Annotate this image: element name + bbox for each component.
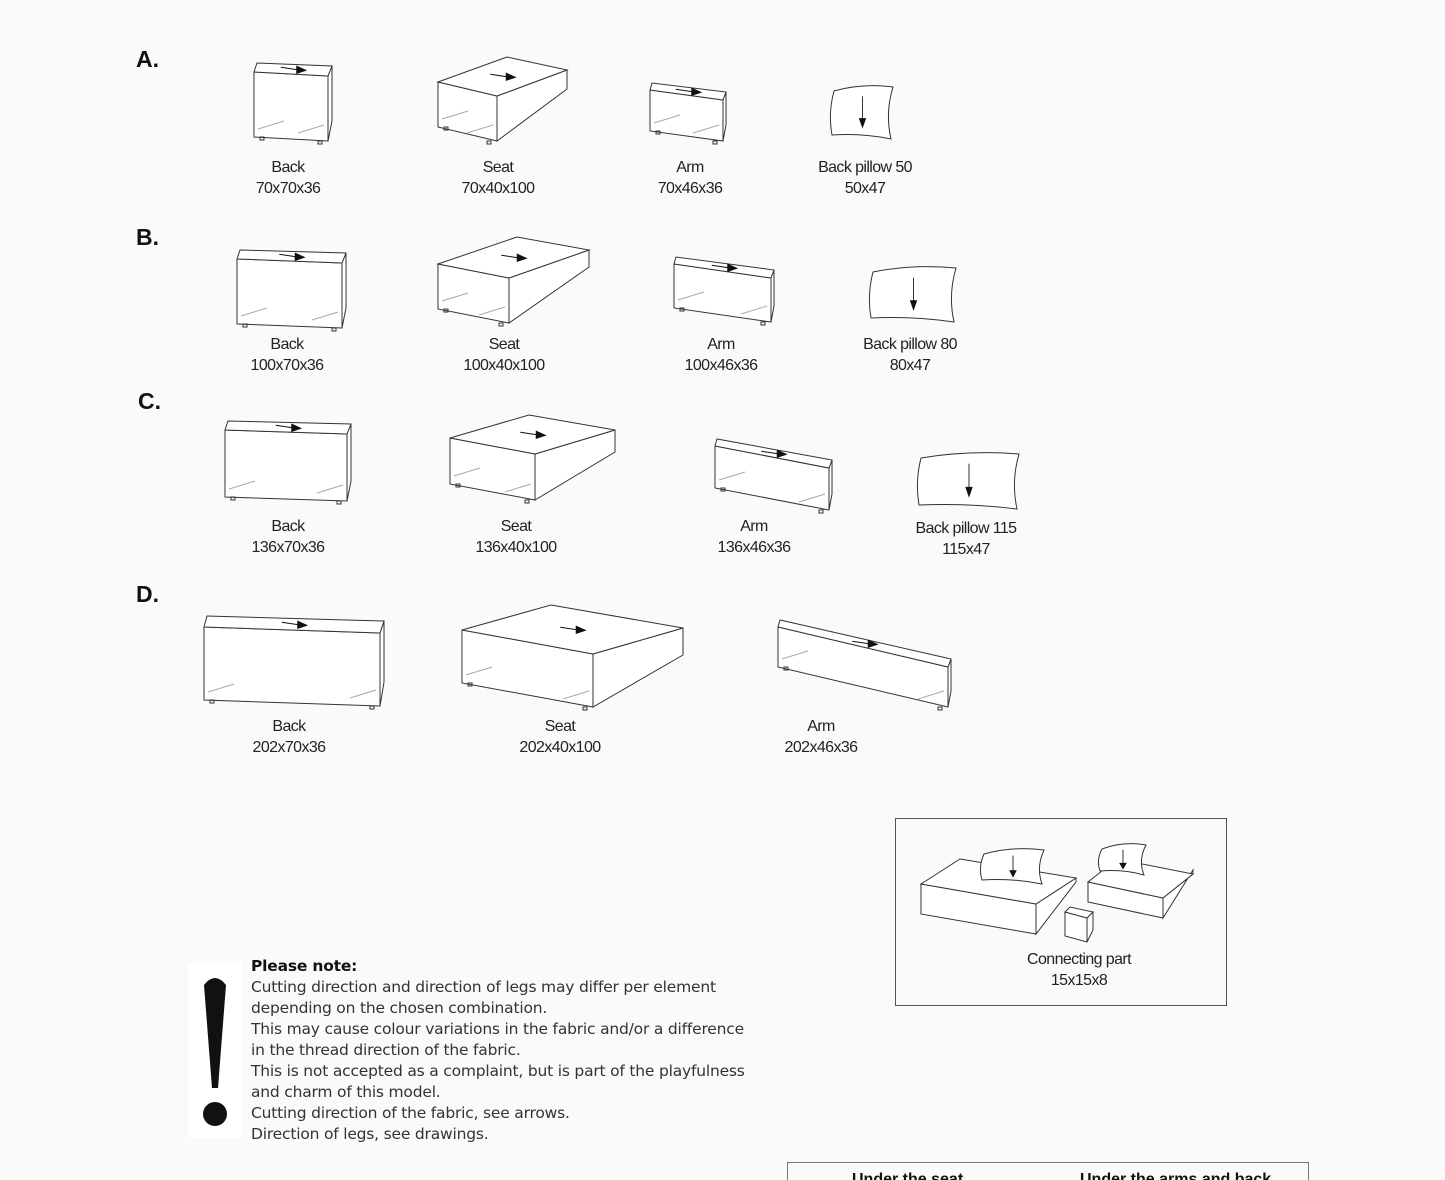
back-element-drawing — [203, 615, 385, 710]
back-element-drawing — [236, 249, 347, 332]
back-pillow-drawing — [868, 266, 957, 323]
sofa-module-drawing — [919, 858, 1078, 936]
arm-element-drawing — [777, 619, 952, 711]
back-pillow-drawing — [829, 85, 894, 140]
arm-element-drawing — [649, 82, 727, 145]
row-label-b: B. — [136, 224, 159, 250]
exclamation-icon — [188, 963, 242, 1138]
connecting-part-panel — [895, 818, 1227, 1006]
table-header: Under the arms and back — [1080, 1171, 1272, 1180]
back-element-drawing — [224, 420, 352, 505]
sofa-pillow-drawing — [1097, 843, 1147, 876]
connecting-part-drawing — [1064, 906, 1095, 943]
row-label-d: D. — [136, 581, 159, 607]
row-label-a: A. — [136, 46, 159, 72]
table-header: Under the seat — [852, 1171, 964, 1180]
seat-element-drawing — [461, 604, 684, 711]
back-pillow-drawing — [916, 452, 1020, 510]
seat-element-drawing — [436, 236, 591, 327]
legs-table: Under the seat Under the arms and back — [787, 1162, 1309, 1180]
sofa-pillow-drawing — [979, 848, 1045, 885]
arm-element-drawing — [714, 438, 833, 514]
row-label-c: C. — [138, 388, 161, 414]
seat-element-drawing — [449, 414, 616, 504]
arm-element-drawing — [673, 256, 775, 326]
please-note-text: Please note: Cutting direction and direc… — [251, 957, 745, 1143]
seat-element-drawing — [436, 56, 569, 145]
back-element-drawing — [253, 62, 333, 145]
